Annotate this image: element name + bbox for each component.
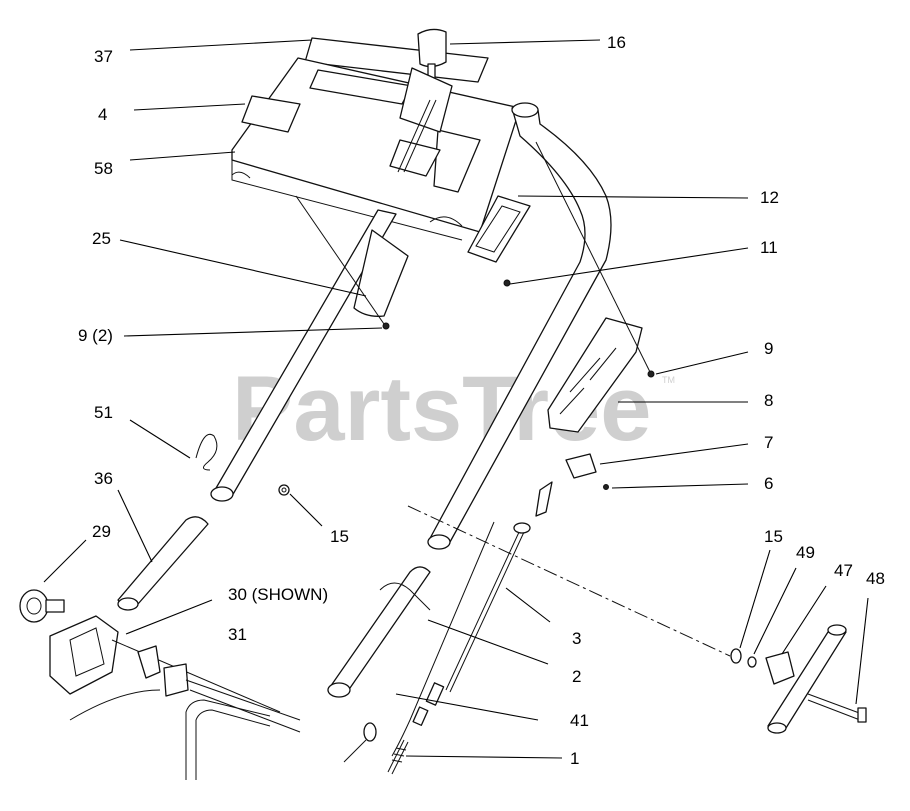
part-bracket-30-31 [49, 615, 301, 780]
callout-6: 6 [764, 474, 773, 493]
part-lower-handle-48 [767, 624, 867, 734]
part-knob-29 [19, 589, 65, 623]
part-screw-6 [603, 484, 609, 490]
callout-12: 12 [760, 188, 779, 207]
callout-31: 31 [228, 625, 247, 644]
callout-3: 3 [572, 629, 581, 648]
callout-15-right: 15 [764, 527, 783, 546]
callout-7: 7 [764, 433, 773, 452]
part-screw-9 [647, 370, 655, 378]
part-cable-guide-8 [547, 317, 643, 433]
part-cable-2 [343, 521, 495, 763]
callout-36: 36 [94, 469, 113, 488]
callout-11: 11 [760, 238, 778, 257]
callout-37: 37 [94, 47, 113, 66]
part-lower-handle-right [327, 566, 431, 698]
part-hairpin-51 [195, 433, 218, 471]
callout-2: 2 [572, 667, 581, 686]
part-washer-49 [747, 656, 757, 668]
callout-4: 4 [98, 105, 107, 124]
callout-29: 29 [92, 522, 111, 541]
part-block-47 [765, 651, 795, 685]
part-upper-handle [210, 102, 612, 550]
part-washer-15-right [730, 648, 742, 664]
part-ferrule-41 [412, 682, 445, 726]
part-spring-1 [387, 739, 409, 775]
part-shift-knob-16 [397, 28, 453, 173]
part-clip-7 [565, 453, 597, 479]
callout-16: 16 [607, 33, 626, 52]
assembly-line-right [535, 141, 651, 373]
part-lower-tube-36 [117, 516, 209, 611]
watermark-trademark: TM [662, 375, 675, 385]
callout-48: 48 [866, 569, 885, 588]
callout-labels: 37 4 58 16 12 11 25 9 (2) 9 8 7 6 51 36 … [78, 33, 885, 768]
part-cover-plate-12 [467, 195, 531, 263]
part-screw-9-2 [382, 322, 390, 330]
assembly-centerline [407, 505, 731, 657]
callout-51: 51 [94, 403, 113, 422]
callout-9: 9 [764, 339, 773, 358]
leader-lines [43, 39, 869, 759]
part-nut-15-left [278, 484, 290, 496]
callout-47: 47 [834, 561, 853, 580]
callout-49: 49 [796, 543, 815, 562]
callout-41: 41 [570, 711, 589, 730]
callout-1: 1 [570, 749, 579, 768]
part-bracket-25 [353, 229, 409, 317]
callout-8: 8 [764, 391, 773, 410]
callout-15-left: 15 [330, 527, 349, 546]
callout-30: 30 (SHOWN) [228, 585, 328, 604]
callout-9-2: 9 (2) [78, 326, 113, 345]
part-cable-3 [445, 481, 553, 693]
part-screw-11 [503, 279, 511, 287]
callout-25: 25 [92, 229, 111, 248]
assembly-line-left [295, 195, 385, 325]
callout-58: 58 [94, 159, 113, 178]
